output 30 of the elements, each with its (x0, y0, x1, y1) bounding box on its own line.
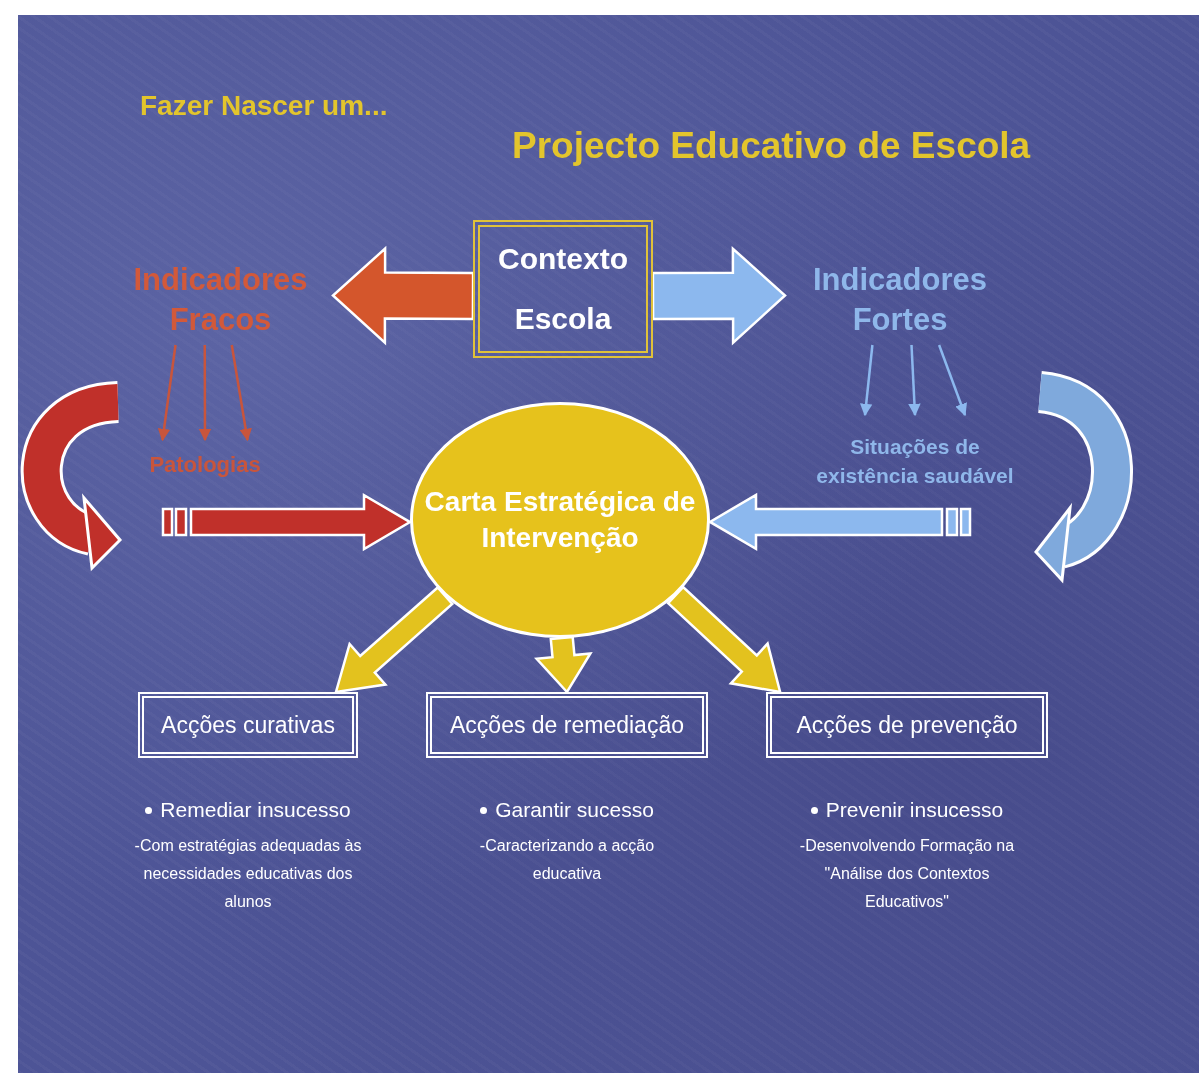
block-arrow (534, 635, 593, 695)
bullet-text: Prevenir insucesso (825, 798, 1004, 822)
node-text: Patologias (120, 440, 290, 490)
arrow (157, 344, 177, 442)
arrow (230, 344, 252, 442)
description-text: -Desenvolvendo Formação na "Análise dos Contextos Educativos" (798, 836, 1016, 912)
block-arrow (331, 245, 475, 346)
block-arrow (707, 492, 972, 552)
action-box: Acções de remediação (426, 692, 708, 758)
central-ellipse: Carta Estratégica de Intervenção (410, 402, 710, 638)
context-box: Contexto Escola (473, 220, 653, 358)
block-arrow (161, 492, 413, 552)
bullet-text: Garantir sucesso (495, 798, 654, 822)
heading-text: Indicadores Fracos (108, 255, 333, 345)
arrow (859, 344, 874, 417)
block-arrow (334, 585, 455, 694)
arrow (198, 345, 212, 442)
arrow (937, 344, 967, 417)
heading-text: Indicadores Fortes (785, 255, 1015, 345)
title-text: Projecto Educativo de Escola (512, 125, 1031, 167)
action-box: Acções de prevenção (766, 692, 1048, 758)
description-text: -Caracterizando a acção educativa (478, 836, 656, 884)
action-box: Acções curativas (138, 692, 358, 758)
description-text: -Com estratégias adequadas às necessidades educativas dos alunos (133, 836, 363, 912)
subtitle-text: Fazer Nascer um... (140, 90, 388, 122)
node-text: Situações de existência saudável (815, 415, 1015, 507)
bullet-text: Remediar insucesso (160, 798, 351, 822)
arrow (908, 344, 921, 417)
block-arrow (666, 585, 782, 694)
block-arrow (651, 245, 787, 346)
